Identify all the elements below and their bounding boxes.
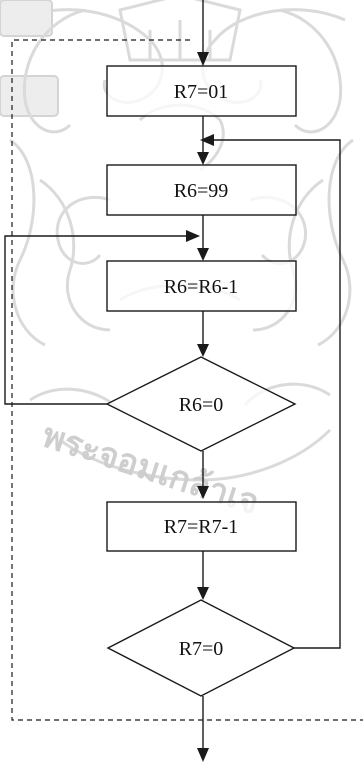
- node-set-r6: [106, 164, 297, 216]
- exit-arrowhead: [197, 748, 209, 762]
- node-set-r7-label: R7=01: [174, 81, 229, 103]
- node-dec-r6-label: R6=R6-1: [164, 276, 239, 298]
- outer-loop-back-arrowhead: [200, 134, 214, 146]
- arrowhead-into-set-r6: [197, 152, 209, 165]
- node-set-r6-label: R6=99: [174, 180, 229, 202]
- node-dec-r7-label: R7=R7-1: [164, 516, 239, 538]
- arrowhead-into-test-r7: [197, 587, 209, 600]
- node-dec-r7: [106, 501, 297, 552]
- node-dec-r6: [106, 260, 297, 312]
- node-test-r6: [105, 356, 297, 452]
- entry-arrowhead: [197, 52, 209, 66]
- node-set-r7: [106, 65, 297, 117]
- outer-loop-boundary: [11, 39, 363, 721]
- node-test-r6-label: R6=0: [179, 394, 224, 416]
- outer-loop-back-line: [210, 139, 341, 649]
- inner-loop-back-arrowhead: [186, 230, 200, 242]
- node-test-r7-label: R7=0: [179, 638, 224, 660]
- arrowhead-into-dec-r7: [197, 486, 209, 499]
- node-test-r7: [106, 599, 296, 697]
- arrowhead-into-test-r6: [197, 344, 209, 357]
- inner-loop-back-line: [4, 235, 190, 405]
- arrowhead-into-dec-r6: [197, 248, 209, 261]
